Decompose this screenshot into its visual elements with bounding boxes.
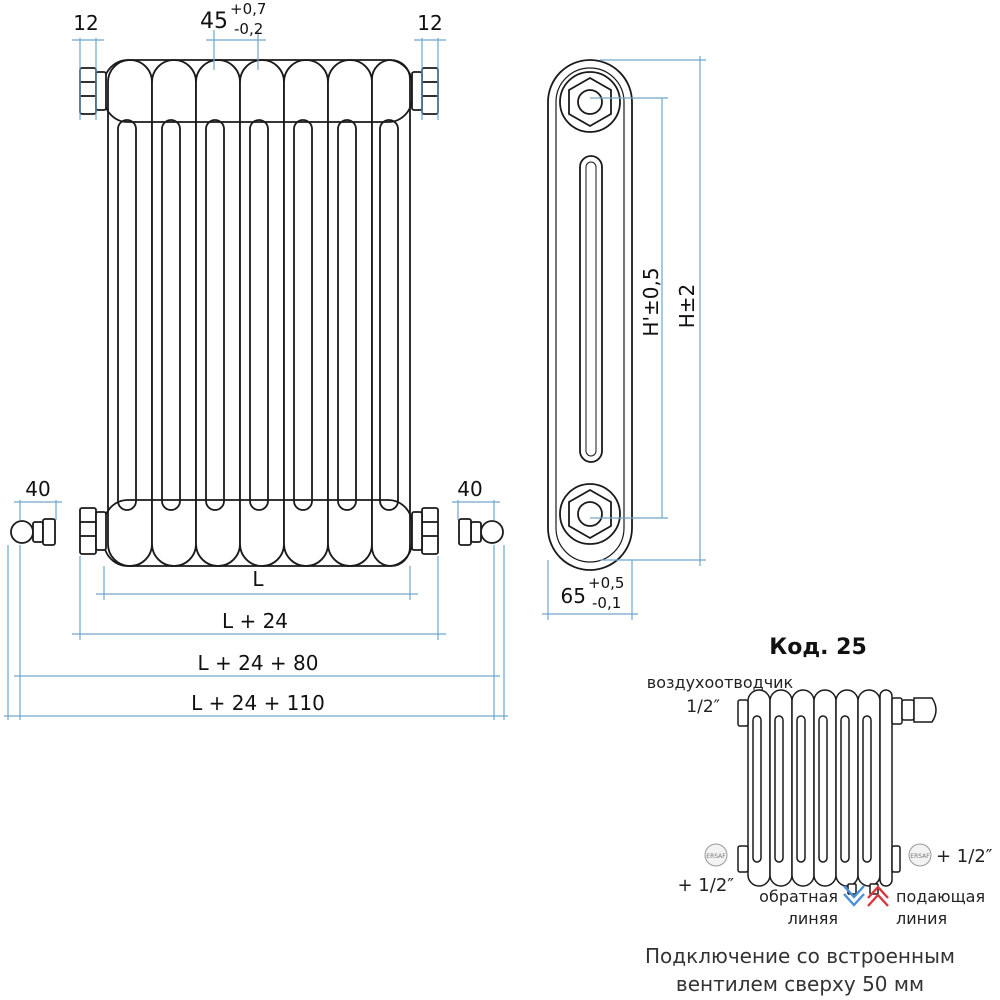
dim-l24-110-label: L + 24 + 110 [191,691,325,715]
dim-bottom-left-label: 40 [25,477,50,501]
inset-radiator [737,689,937,895]
return-line-arrow-icon [843,885,865,907]
plug-top-right [411,67,439,115]
supply-line-arrow-icon [867,885,889,907]
dim-depth-plus-label: +0,5 [588,574,624,592]
side-bottom-connection [559,483,621,545]
dim-h-prime-label: H'±0,5 [639,267,663,336]
caption-line-2: вентилем сверху 50 мм [675,972,925,996]
svg-text:ERSAF: ERSAF [910,853,930,860]
air-vent-label: воздухоотводчик [647,673,794,692]
radiator-sections [103,59,413,567]
side-top-connection [559,71,621,133]
plug-bottom-left [79,507,107,555]
thermostatic-head [901,697,937,723]
return-line-label-1: обратная [759,887,838,906]
side-dimension-lines [542,56,706,620]
dim-h-label: H±2 [675,284,699,329]
dim-top-left-label: 12 [73,11,98,35]
dim-pitch-label: 45 [200,9,228,34]
dim-depth-label: 65 [561,584,586,608]
inset-code-title: Код. 25 [769,635,867,660]
dim-pitch-minus-label: -0,2 [234,20,263,38]
supply-line-label-1: подающая [896,887,985,906]
dim-l24-80-label: L + 24 + 80 [198,651,319,675]
svg-text:ERSAF: ERSAF [706,853,726,860]
front-dimension-lines [4,30,508,720]
plug-top-left [79,67,107,115]
dim-top-right-label: 12 [417,11,442,35]
dim-l24-label: L + 24 [222,609,288,633]
valve-right [458,518,504,546]
dim-depth-minus-label: -0,1 [592,594,621,612]
dim-bottom-right-label: 40 [457,477,482,501]
plug-bottom-right [411,507,439,555]
air-vent-size: 1/2″ [686,697,720,717]
return-line-label-2: линяя [788,909,838,928]
dim-pitch-plus-label: +0,7 [230,0,266,18]
valve-left [10,518,56,546]
front-view [10,59,504,567]
left-connection-label: + 1/2″ [678,875,735,896]
ersaf-logo-left: ERSAF [704,843,728,867]
caption-line-1: Подключение со встроенным [645,944,955,968]
side-view [547,59,633,571]
right-connection-label: + 1/2″ [936,846,993,867]
dim-l-label: L [252,567,264,591]
ersaf-logo-right: ERSAF [908,843,932,867]
supply-line-label-2: линия [896,909,947,928]
